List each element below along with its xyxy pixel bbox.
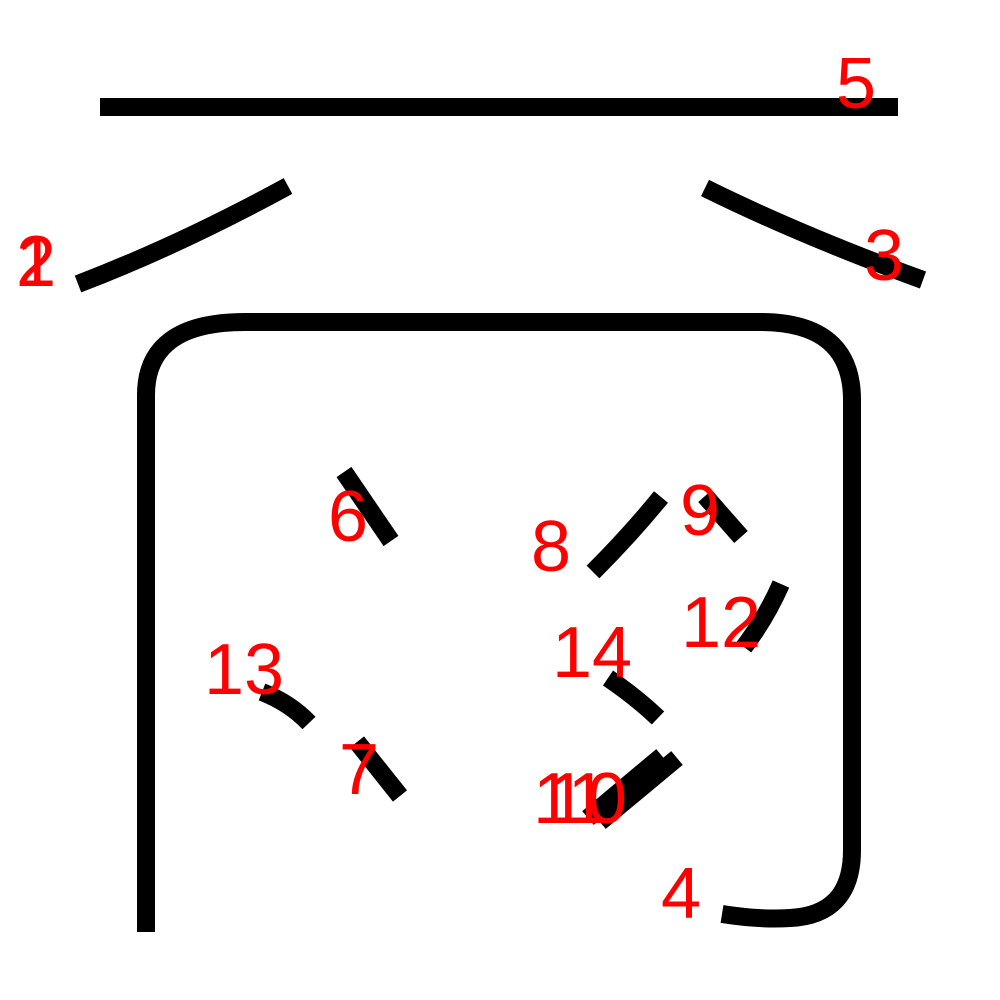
stroke-left-slant: [74, 178, 293, 293]
label-10: 10: [547, 759, 627, 839]
label-2: 2: [16, 222, 56, 302]
stroke-enclosure: [137, 313, 861, 932]
stroke-dot-8: [586, 491, 668, 579]
label-3: 3: [864, 216, 904, 296]
stroke-dot-11: [582, 749, 668, 825]
stroke-right-slant: [701, 179, 927, 289]
stroke-dot-6: [336, 466, 399, 547]
label-11: 11: [533, 759, 608, 839]
label-8: 8: [531, 507, 571, 587]
stroke-dot-9: [698, 490, 748, 543]
label-7: 7: [339, 730, 379, 810]
label-1: 1: [16, 222, 56, 302]
label-12: 12: [681, 583, 761, 663]
stroke-dot-7: [349, 736, 408, 802]
label-13: 13: [204, 630, 284, 710]
label-4: 4: [661, 854, 701, 934]
label-6: 6: [328, 477, 368, 557]
label-5: 5: [836, 44, 876, 124]
stroke-dot-14: [602, 670, 665, 725]
stroke-dot-10: [594, 751, 683, 829]
stroke-dot-13: [258, 683, 316, 730]
label-14: 14: [552, 613, 632, 693]
label-9: 9: [680, 471, 720, 551]
stroke-dot-12: [736, 580, 790, 653]
